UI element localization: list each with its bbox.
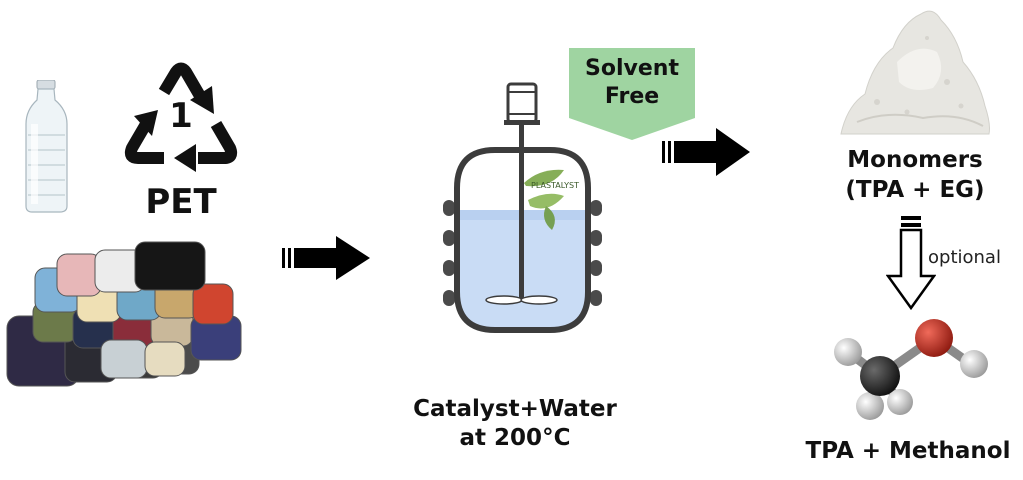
- optional-down-arrow: [886, 216, 936, 310]
- monomer-powder-image: [840, 10, 990, 135]
- plastalyst-logo-text: PLASTALYST: [531, 181, 579, 190]
- water-bottle-image: [25, 80, 68, 213]
- solvent-free-label-line2: Free: [604, 84, 660, 109]
- recycling-icon: [124, 62, 238, 172]
- solvent-free-banner: [569, 48, 695, 140]
- solvent-free-label-line1: Solvent: [585, 56, 679, 81]
- reactor-vessel: [443, 82, 602, 333]
- optional-label: optional: [928, 247, 1001, 268]
- methanol-molecule-image: [834, 319, 988, 420]
- monomers-label-line2: (TPA + EG): [845, 177, 985, 203]
- textile-pile-image: [6, 241, 242, 387]
- recycling-number: 1: [169, 96, 193, 136]
- pet-label: PET: [145, 182, 217, 222]
- reactor-caption-line2: at 200°C: [459, 425, 571, 451]
- monomers-label-line1: Monomers: [847, 147, 983, 173]
- process-arrow-2: [662, 128, 750, 176]
- reactor-caption-line1: Catalyst+Water: [413, 396, 617, 422]
- process-arrow-1: [282, 236, 370, 280]
- tpa-methanol-label: TPA + Methanol: [805, 438, 1011, 464]
